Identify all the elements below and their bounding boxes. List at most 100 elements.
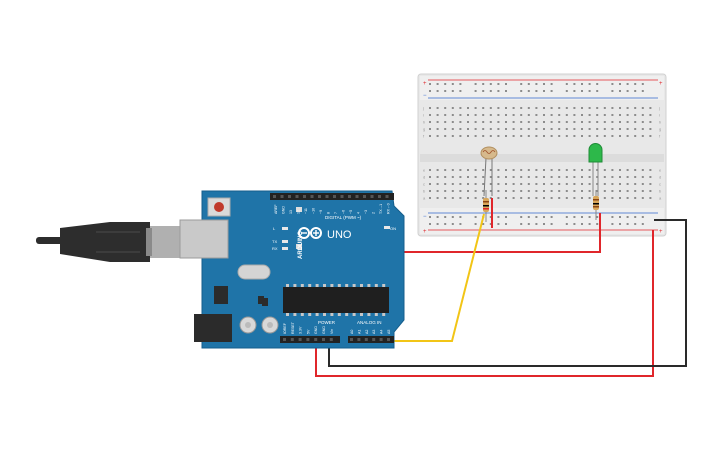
rail-hole[interactable]	[474, 223, 477, 225]
breadboard-hole[interactable]	[550, 183, 553, 185]
breadboard-hole[interactable]	[550, 169, 553, 171]
breadboard-hole[interactable]	[474, 135, 477, 137]
breadboard-hole[interactable]	[467, 107, 469, 109]
breadboard-hole[interactable]	[565, 121, 568, 123]
breadboard-hole[interactable]	[436, 190, 439, 192]
breadboard-hole[interactable]	[573, 169, 576, 171]
breadboard-hole[interactable]	[634, 135, 637, 137]
breadboard-hole[interactable]	[444, 107, 447, 109]
rail-hole[interactable]	[573, 83, 576, 85]
breadboard-hole[interactable]	[512, 114, 515, 116]
rail-hole[interactable]	[565, 223, 568, 225]
breadboard-hole[interactable]	[497, 128, 500, 130]
breadboard-hole[interactable]	[489, 121, 492, 123]
breadboard-hole[interactable]	[535, 197, 538, 199]
breadboard-hole[interactable]	[451, 128, 454, 130]
breadboard-hole[interactable]	[505, 107, 507, 109]
header-pin[interactable]	[350, 338, 353, 341]
rail-hole[interactable]	[497, 90, 500, 92]
breadboard-hole[interactable]	[482, 107, 485, 109]
breadboard-hole[interactable]	[467, 197, 469, 199]
header-pin[interactable]	[333, 195, 336, 198]
breadboard-hole[interactable]	[520, 107, 523, 109]
breadboard-hole[interactable]	[573, 107, 576, 109]
rail-hole[interactable]	[436, 216, 439, 218]
rail-hole[interactable]	[489, 83, 492, 85]
breadboard-hole[interactable]	[641, 176, 644, 178]
rail-hole[interactable]	[565, 216, 568, 218]
breadboard-hole[interactable]	[459, 197, 462, 199]
digital-header[interactable]	[270, 193, 394, 200]
breadboard-hole[interactable]	[596, 135, 599, 137]
breadboard-hole[interactable]	[619, 114, 621, 116]
breadboard-hole[interactable]	[619, 107, 621, 109]
breadboard-hole[interactable]	[543, 190, 545, 192]
header-pin[interactable]	[318, 195, 321, 198]
breadboard-hole[interactable]	[527, 197, 530, 199]
breadboard-hole[interactable]	[626, 183, 629, 185]
breadboard-hole[interactable]	[482, 114, 485, 116]
breadboard-hole[interactable]	[626, 114, 629, 116]
breadboard-hole[interactable]	[565, 176, 568, 178]
breadboard-hole[interactable]	[581, 197, 583, 199]
breadboard-hole[interactable]	[459, 169, 462, 171]
breadboard-hole[interactable]	[565, 135, 568, 137]
breadboard-hole[interactable]	[436, 121, 439, 123]
breadboard-hole[interactable]	[474, 128, 477, 130]
breadboard-hole[interactable]	[649, 169, 652, 171]
breadboard-hole[interactable]	[626, 169, 629, 171]
breadboard-hole[interactable]	[505, 114, 507, 116]
breadboard-hole[interactable]	[581, 135, 583, 137]
rail-hole[interactable]	[626, 216, 629, 218]
rail-hole[interactable]	[596, 90, 599, 92]
header-pin[interactable]	[372, 338, 376, 341]
rail-hole[interactable]	[565, 90, 568, 92]
breadboard-hole[interactable]	[603, 107, 606, 109]
breadboard-hole[interactable]	[459, 114, 462, 116]
breadboard-hole[interactable]	[451, 135, 454, 137]
breadboard-hole[interactable]	[436, 135, 439, 137]
breadboard-hole[interactable]	[573, 128, 576, 130]
rail-hole[interactable]	[429, 223, 431, 225]
resistor-photoresistor[interactable]	[483, 190, 489, 222]
breadboard-hole[interactable]	[497, 197, 500, 199]
breadboard-hole[interactable]	[596, 169, 599, 171]
breadboard-hole[interactable]	[451, 190, 454, 192]
header-pin[interactable]	[370, 195, 374, 198]
breadboard-hole[interactable]	[527, 121, 530, 123]
breadboard-hole[interactable]	[459, 190, 462, 192]
breadboard-hole[interactable]	[429, 183, 431, 185]
breadboard-hole[interactable]	[489, 190, 492, 192]
breadboard-hole[interactable]	[573, 176, 576, 178]
breadboard-hole[interactable]	[619, 197, 621, 199]
breadboard-hole[interactable]	[641, 183, 644, 185]
breadboard-hole[interactable]	[467, 114, 469, 116]
breadboard-hole[interactable]	[634, 121, 637, 123]
breadboard-hole[interactable]	[482, 135, 485, 137]
breadboard-hole[interactable]	[459, 176, 462, 178]
header-pin[interactable]	[303, 195, 306, 198]
breadboard-hole[interactable]	[474, 183, 477, 185]
header-pin[interactable]	[306, 338, 310, 341]
breadboard-hole[interactable]	[581, 114, 583, 116]
breadboard-hole[interactable]	[497, 176, 500, 178]
rail-hole[interactable]	[527, 90, 530, 92]
breadboard-hole[interactable]	[497, 190, 500, 192]
resistor-led[interactable]	[593, 190, 599, 220]
breadboard-hole[interactable]	[596, 114, 599, 116]
breadboard-hole[interactable]	[619, 121, 621, 123]
rail-hole[interactable]	[535, 223, 538, 225]
breadboard-hole[interactable]	[467, 176, 469, 178]
breadboard-hole[interactable]	[603, 183, 606, 185]
breadboard-hole[interactable]	[550, 135, 553, 137]
breadboard-hole[interactable]	[429, 197, 431, 199]
breadboard-hole[interactable]	[573, 190, 576, 192]
rail-hole[interactable]	[588, 223, 591, 225]
rail-hole[interactable]	[451, 223, 454, 225]
breadboard-hole[interactable]	[512, 107, 515, 109]
breadboard-hole[interactable]	[527, 135, 530, 137]
breadboard-hole[interactable]	[459, 121, 462, 123]
breadboard-hole[interactable]	[603, 190, 606, 192]
rail-hole[interactable]	[581, 223, 583, 225]
rail-hole[interactable]	[429, 90, 431, 92]
